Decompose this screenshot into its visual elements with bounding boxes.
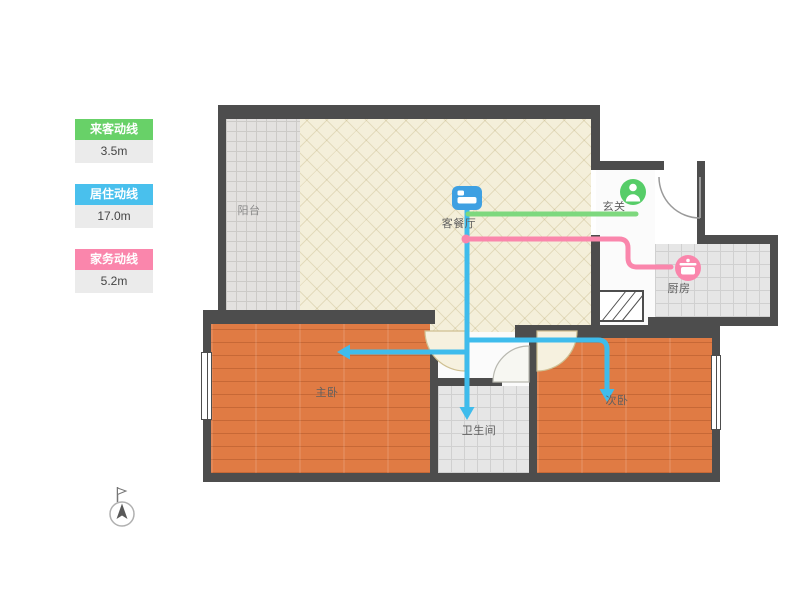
entry-door-arc <box>658 176 701 219</box>
wall-entry-top <box>591 161 664 170</box>
wall-door-post <box>697 161 705 242</box>
wall-kitchen-top <box>697 235 778 244</box>
legend-living-value: 17.0m <box>75 205 153 228</box>
wall-kitchen-right <box>770 235 778 326</box>
room-kitchen <box>655 244 770 317</box>
wall-living-right-upper <box>591 105 600 170</box>
label-second-bedroom: 次卧 <box>605 395 629 407</box>
legend-visitor-value: 3.5m <box>75 140 153 163</box>
label-kitchen: 厨房 <box>667 283 691 295</box>
label-living-dining: 客餐厅 <box>441 218 477 230</box>
window-second <box>711 355 721 430</box>
window-master <box>201 352 212 420</box>
wall-bath-right <box>529 332 537 473</box>
room-entry <box>596 170 655 325</box>
wall-bottom <box>203 473 720 482</box>
wall-balcony-left <box>218 105 226 317</box>
legend-visitor-label: 来客动线 <box>75 119 153 140</box>
room-living-dining <box>300 119 591 332</box>
room-master-bedroom <box>211 324 430 473</box>
label-master-bedroom: 主卧 <box>315 387 339 399</box>
wall-second-top <box>515 325 712 338</box>
room-bathroom <box>438 386 529 473</box>
wall-top <box>218 105 600 119</box>
label-entry: 玄关 <box>602 201 626 213</box>
legend-chore-value: 5.2m <box>75 270 153 293</box>
wall-kitchen-bottom <box>648 317 778 326</box>
wall-bath-top <box>430 378 502 386</box>
wall-living-entry <box>591 235 600 332</box>
wall-master-top <box>203 310 435 324</box>
legend-living-label: 居住动线 <box>75 184 153 205</box>
wall-bath-left <box>430 332 438 473</box>
label-balcony: 阳台 <box>237 205 261 217</box>
legend-chore-label: 家务动线 <box>75 249 153 270</box>
compass <box>109 487 135 527</box>
traffic-legend: 来客动线 3.5m 居住动线 17.0m 家务动线 5.2m <box>75 119 153 314</box>
room-balcony <box>226 119 300 312</box>
label-bathroom: 卫生间 <box>461 425 497 437</box>
